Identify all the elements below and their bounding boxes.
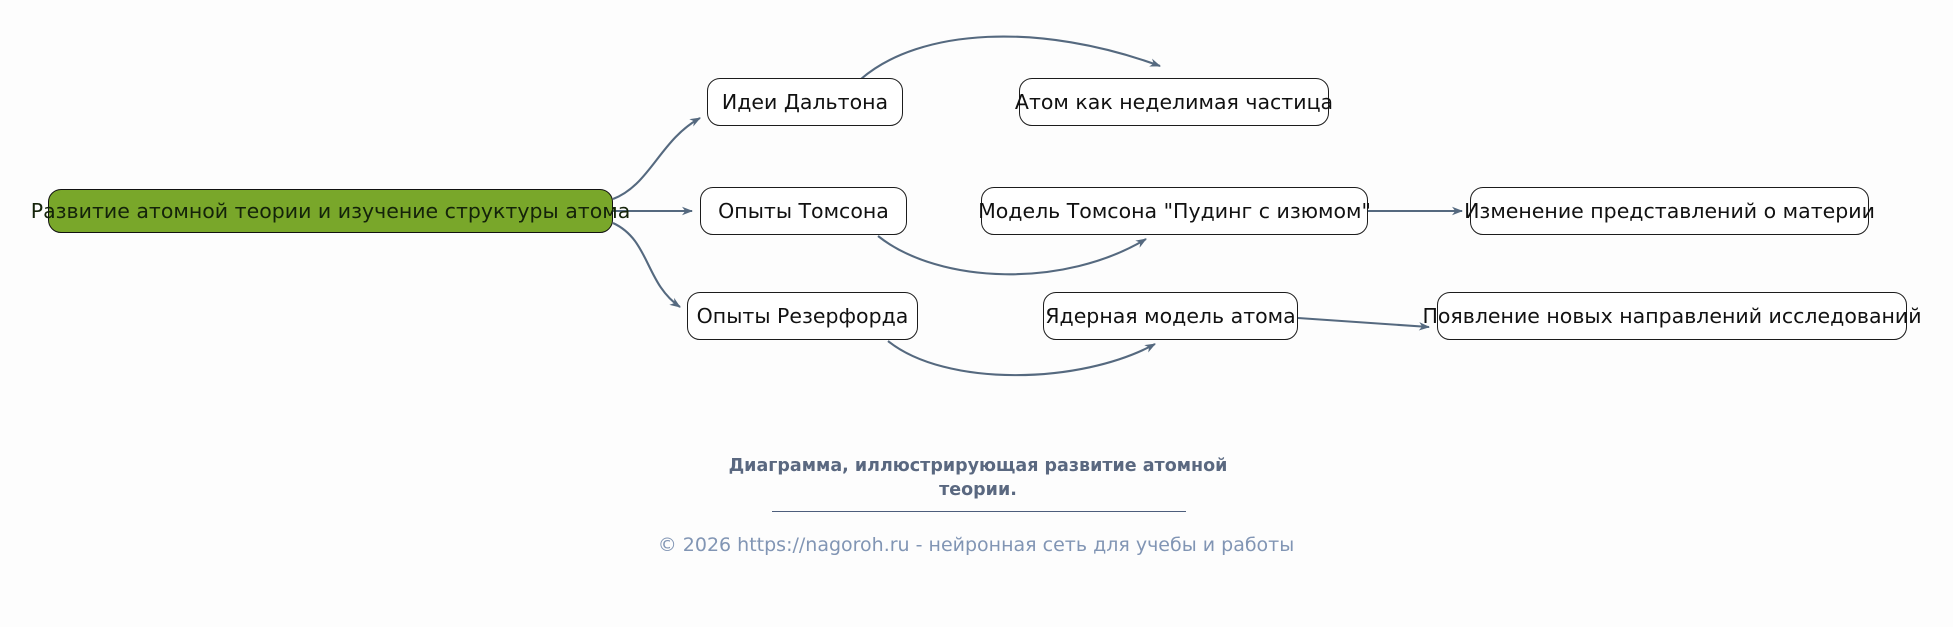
diagram-caption-line1: Диаграмма, иллюстрирующая развитие атомн…: [728, 456, 1228, 476]
diagram-caption: Диаграмма, иллюстрирующая развитие атомн…: [676, 455, 1280, 502]
edge-rutherford-nuclear: [887, 340, 1156, 377]
node-matter-view-change[interactable]: Изменение представлений о материи: [1464, 187, 1875, 235]
diagram-caption-line2: теории.: [939, 479, 1017, 500]
node-thomson-model[interactable]: Модель Томсона "Пудинг с изюмом": [978, 187, 1371, 235]
node-dalton[interactable]: Идеи Дальтона: [707, 78, 903, 126]
node-root-label: Развитие атомной теории и изучение струк…: [30, 198, 631, 223]
node-thomson-model-label: Модель Томсона "Пудинг с изюмом": [978, 198, 1371, 223]
edge-root-dalton: [612, 117, 701, 200]
footer-credit: © 2026 https://nagoroh.ru - нейронная се…: [657, 534, 1295, 556]
node-indivisible-particle-label: Атом как неделимая частица: [1014, 89, 1334, 114]
node-new-research-directions-label: Появление новых направлений исследований: [1422, 303, 1922, 328]
footer-divider: [772, 511, 1186, 512]
node-nuclear-model[interactable]: Ядерная модель атома: [1043, 292, 1298, 340]
node-dalton-label: Идеи Дальтона: [721, 89, 889, 114]
node-thomson-experiments[interactable]: Опыты Томсона: [700, 187, 907, 235]
edge-dalton-indivisible: [860, 35, 1161, 80]
edge-thomsonexp-thomsonmodel: [877, 235, 1147, 276]
node-thomson-experiments-label: Опыты Томсона: [718, 198, 889, 223]
node-root[interactable]: Развитие атомной теории и изучение струк…: [31, 189, 630, 233]
node-matter-view-change-label: Изменение представлений о материи: [1464, 198, 1875, 223]
node-nuclear-model-label: Ядерная модель атома: [1045, 303, 1296, 328]
edge-root-rutherford: [612, 222, 681, 308]
node-rutherford-experiments[interactable]: Опыты Резерфорда: [687, 292, 918, 340]
edge-nuclear-directions: [1297, 316, 1430, 331]
node-rutherford-experiments-label: Опыты Резерфорда: [696, 303, 909, 328]
node-new-research-directions[interactable]: Появление новых направлений исследований: [1422, 292, 1922, 340]
node-indivisible-particle[interactable]: Атом как неделимая частица: [1015, 78, 1333, 126]
